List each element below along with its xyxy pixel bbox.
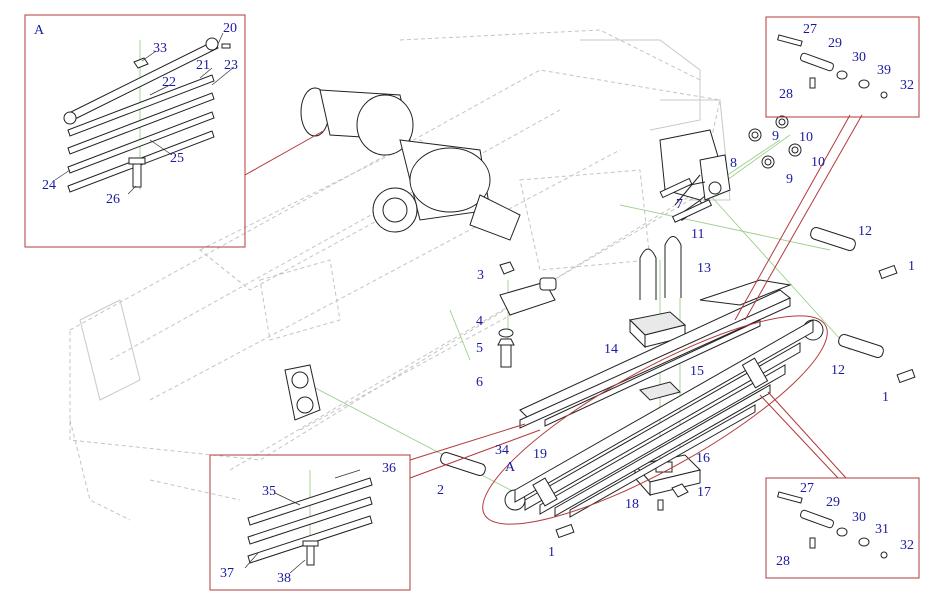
spring-pins-12 — [440, 226, 884, 477]
detail-frame-top-left — [24, 14, 246, 248]
callout-36: 36 — [382, 461, 396, 476]
detail-leaf-set-35-38 — [247, 477, 373, 566]
nut-17 — [671, 483, 689, 498]
callout-29-top: 29 — [828, 36, 842, 51]
callout-7: 7 — [676, 197, 683, 212]
callout-26: 26 — [106, 192, 120, 207]
callout-5: 5 — [476, 341, 483, 356]
callout-2: 2 — [437, 483, 444, 498]
u-bolts-13 — [639, 236, 682, 300]
callout-4: 4 — [476, 314, 483, 329]
bracket-assembly-3-6 — [497, 261, 557, 368]
callout-27-bottom: 27 — [800, 481, 814, 496]
callout-21: 21 — [196, 58, 210, 73]
callout-10-a: 10 — [799, 130, 813, 145]
leaf-spring-19 — [504, 319, 824, 518]
callout-29-bottom: 29 — [826, 495, 840, 510]
grease-fittings-1 — [555, 264, 916, 539]
callout-12-a: 12 — [858, 224, 872, 239]
detail-leader-lines — [244, 114, 863, 479]
callout-9-b: 9 — [786, 172, 793, 187]
callout-28-top: 28 — [779, 87, 793, 102]
detail-frame-top-right — [765, 16, 920, 118]
callout-24: 24 — [42, 178, 56, 193]
detail-A-leaf-set — [63, 37, 231, 193]
callout-38: 38 — [277, 571, 291, 586]
callout-22: 22 — [162, 75, 176, 90]
callout-11: 11 — [691, 227, 704, 242]
spacer-block-15 — [639, 381, 681, 401]
rear-axle-assembly — [300, 87, 521, 241]
callout-1-c: 1 — [548, 545, 555, 560]
detail-frame-bottom-right — [765, 477, 920, 579]
callout-32-bottom: 32 — [900, 538, 914, 553]
callout-labels: A 33 20 22 21 23 25 24 26 27 29 30 39 32… — [34, 21, 915, 586]
callout-15: 15 — [690, 364, 704, 379]
callout-31: 31 — [875, 522, 889, 537]
callout-12-b: 12 — [831, 363, 845, 378]
callout-14: 14 — [604, 342, 618, 357]
callout-23: 23 — [224, 58, 238, 73]
detail-pin-set-bottom — [777, 491, 888, 559]
callout-27-top: 27 — [803, 22, 817, 37]
washers-and-nuts-9-10 — [748, 115, 802, 169]
detail-letter-A: A — [34, 23, 45, 38]
main-letter-A: A — [505, 460, 516, 475]
callout-6: 6 — [476, 375, 483, 390]
detail-frame-bottom-left — [209, 454, 411, 591]
callout-10-b: 10 — [811, 155, 825, 170]
callout-3: 3 — [477, 268, 484, 283]
callout-leaders — [54, 32, 361, 574]
rear-spring-hanger — [284, 364, 321, 421]
detail-A-highlight — [482, 315, 828, 525]
pin-18 — [657, 499, 664, 511]
callout-35: 35 — [262, 484, 276, 499]
callout-30-top: 30 — [852, 50, 866, 65]
callout-37: 37 — [220, 566, 234, 581]
callout-17: 17 — [697, 485, 711, 500]
callout-1-b: 1 — [882, 390, 889, 405]
callout-39: 39 — [877, 63, 891, 78]
callout-34: 34 — [495, 443, 509, 458]
callout-20: 20 — [223, 21, 237, 36]
callout-19: 19 — [533, 447, 547, 462]
callout-13: 13 — [697, 261, 711, 276]
callout-9-a: 9 — [772, 129, 779, 144]
leaf-spring-34 — [519, 279, 792, 429]
bolts-7-11 — [659, 177, 713, 223]
callout-1-a: 1 — [908, 259, 915, 274]
callout-18: 18 — [625, 497, 639, 512]
callout-28-bottom: 28 — [776, 554, 790, 569]
callout-33: 33 — [153, 41, 167, 56]
callout-25: 25 — [170, 151, 184, 166]
callout-8: 8 — [730, 156, 737, 171]
callout-32-top: 32 — [900, 78, 914, 93]
detail-pin-set-top — [777, 34, 888, 99]
callout-16: 16 — [696, 451, 710, 466]
callout-30-bottom: 30 — [852, 510, 866, 525]
